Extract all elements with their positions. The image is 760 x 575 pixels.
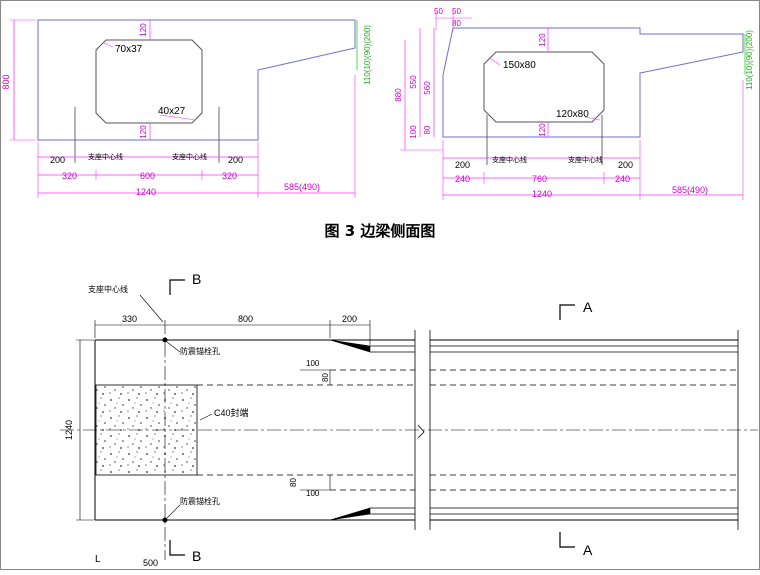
plan-bottom-500: 500: [143, 558, 158, 568]
left-right-heights-label: 110(10)(90)(200): [363, 25, 372, 85]
plan-dim-80-top: 80: [321, 373, 330, 382]
right-height-560: 560: [423, 81, 432, 95]
plan-dim-100-bottom: 100: [306, 489, 320, 498]
right-dim-240-left: 240: [455, 174, 470, 184]
plan-dim-200: 200: [342, 314, 357, 324]
right-top-dim-50a: 50: [434, 7, 443, 16]
right-bearing-label-1: 支座中心线: [492, 155, 527, 164]
anchor-hole-label-bottom: 防震锚栓孔: [180, 496, 220, 506]
right-overhang: 585(490): [672, 185, 708, 195]
left-bottom-thick-label: 120: [139, 125, 148, 139]
left-chamfer-bottom-label: 40x27: [158, 106, 186, 117]
right-right-heights-label: 110(10)(90)(200): [745, 30, 754, 90]
section-b-top-marker: B: [192, 271, 201, 287]
right-chamfer-top-label: 150x80: [503, 60, 536, 71]
left-dim-200-left: 200: [50, 155, 65, 165]
right-height-880: 880: [394, 88, 403, 102]
right-bearing-label-2: 支座中心线: [568, 155, 603, 164]
right-height-80: 80: [423, 125, 432, 134]
left-dim-320-right: 320: [222, 171, 237, 181]
right-top-thick-label: 120: [538, 33, 547, 47]
anchor-hole-label-top: 防震锚栓孔: [180, 346, 220, 356]
plan-dim-800: 800: [238, 314, 253, 324]
section-b-bottom-marker: B: [192, 548, 201, 564]
right-chamfer-bottom-label: 120x80: [556, 109, 589, 120]
right-dim-200-right: 200: [618, 160, 633, 170]
plan-dim-100-top: 100: [306, 359, 320, 368]
figure-caption: 图 3 边梁侧面图: [324, 222, 436, 240]
left-section-drawing: [10, 19, 358, 198]
plan-dim-80-bottom: 80: [289, 478, 298, 487]
right-dim-200-left: 200: [455, 160, 470, 170]
section-a-top-marker: A: [583, 299, 593, 315]
left-dim-200-right: 200: [228, 155, 243, 165]
right-top-dim-50b: 50: [452, 7, 461, 16]
right-height-100: 100: [409, 125, 418, 139]
right-dim-760: 760: [532, 174, 547, 184]
plan-width-label: 1240: [64, 420, 74, 440]
plan-bottom-l: L: [95, 554, 101, 565]
plan-dim-330: 330: [122, 314, 137, 324]
left-total-width: 1240: [136, 187, 156, 197]
left-bearing-label-2: 支座中心线: [172, 152, 207, 161]
right-top-dim-80: 80: [452, 19, 461, 28]
left-overhang: 585(490): [284, 182, 320, 192]
left-dim-600: 600: [140, 171, 155, 181]
section-a-bottom-marker: A: [583, 542, 593, 558]
left-chamfer-top-label: 70x37: [115, 44, 143, 55]
left-bearing-label-1: 支座中心线: [88, 152, 123, 161]
concrete-end-label: C40封端: [214, 407, 249, 418]
right-total-width: 1240: [532, 189, 552, 199]
right-bottom-thick-label: 120: [538, 123, 547, 137]
right-section-drawing: [400, 12, 746, 200]
plan-view-drawing: [60, 279, 758, 560]
left-top-thick-label: 120: [139, 23, 148, 37]
right-height-550: 550: [409, 75, 418, 89]
left-height-label: 800: [1, 74, 11, 89]
right-dim-240-right: 240: [615, 174, 630, 184]
bearing-center-label: 支座中心线: [88, 284, 128, 294]
left-dim-320-left: 320: [62, 171, 77, 181]
